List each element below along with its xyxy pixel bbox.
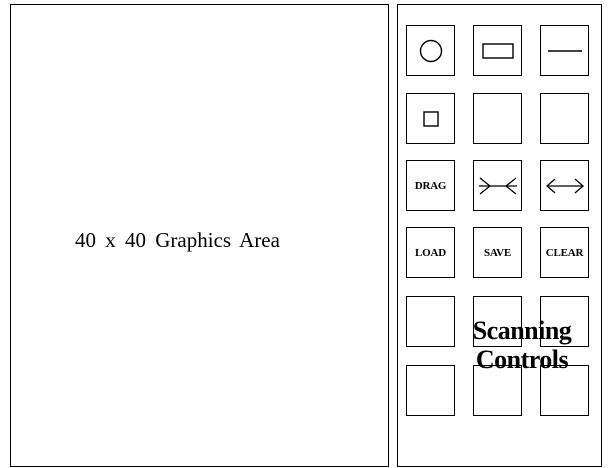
rectangle-tool-button[interactable] (473, 25, 522, 76)
scan-button-3[interactable] (540, 296, 589, 347)
circle-tool-button[interactable] (406, 25, 455, 76)
scan-button-4[interactable] (406, 365, 455, 416)
load-button[interactable]: LOAD (406, 227, 455, 278)
graphics-area-label: 40 x 40 Graphics Area (75, 228, 280, 252)
stretch-button[interactable] (540, 160, 589, 211)
blank-button-2[interactable] (540, 93, 589, 144)
line-icon (547, 49, 582, 52)
square-icon (422, 110, 439, 127)
graphics-area[interactable]: 40 x 40 Graphics Area (10, 4, 389, 467)
scan-button-2[interactable] (473, 296, 522, 347)
scan-button-5[interactable] (473, 365, 522, 416)
circle-icon (419, 39, 442, 62)
drag-button-label: DRAG (414, 179, 447, 192)
save-button[interactable]: SAVE (473, 227, 522, 278)
rectangle-icon (481, 42, 514, 59)
clear-button[interactable]: CLEAR (540, 227, 589, 278)
scan-button-6[interactable] (540, 365, 589, 416)
drag-button[interactable]: DRAG (406, 160, 455, 211)
clear-button-label: CLEAR (545, 246, 584, 259)
blank-button-1[interactable] (473, 93, 522, 144)
load-button-label: LOAD (415, 246, 446, 259)
square-tool-button[interactable] (406, 93, 455, 144)
shrink-button[interactable] (473, 160, 522, 211)
save-button-label: SAVE (483, 246, 512, 259)
double-arrow-icon (545, 178, 584, 193)
line-tool-button[interactable] (540, 25, 589, 76)
scan-button-1[interactable] (406, 296, 455, 347)
shrink-arrows-icon (478, 176, 517, 195)
